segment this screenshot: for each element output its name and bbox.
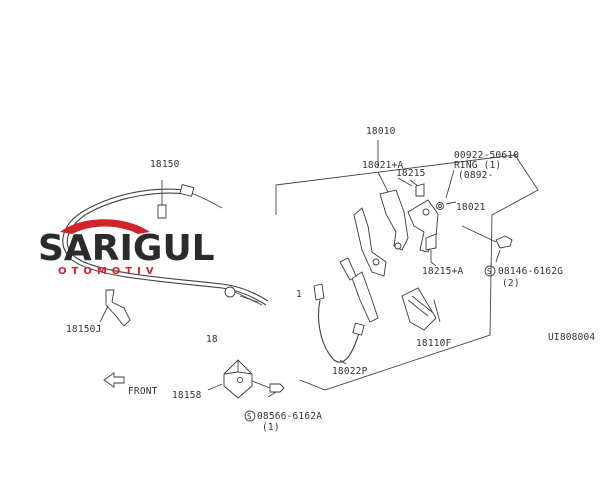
bolt-bottom-symbol-icon [244,410,256,422]
label-bolt-bottom-code: 08566-6162A [257,411,322,422]
logo-sub-text: OTOMOTIV [58,266,159,277]
label-switch-top: 18215 [396,168,426,179]
assembly-outline [275,140,539,391]
label-bolt-right-qty: (2) [502,278,520,289]
label-cable-upper: 18150 [150,159,180,170]
label-bolt-right-code: 08146-6162G [498,266,563,277]
label-ring-line1: 00922-50610 [454,150,519,161]
logo-swoosh-icon [60,219,150,234]
accelerator-cable [62,180,269,306]
bolt-right-symbol-icon [484,265,496,277]
label-pedal-arm: 18021 [456,202,486,213]
front-arrow [103,372,125,388]
label-switch-plus: 18215+A [422,266,464,277]
pedal-assembly [313,169,513,365]
label-bracket: 18158 [172,390,202,401]
label-partial-18: 18 [206,334,218,345]
watermark-logo: SARIGUL OTOMOTIV [38,219,215,277]
part-labels: 18010 18150 18150J 18158 18021+A 18215 1… [66,126,595,433]
label-ring-line2: RING (1) [454,160,501,171]
label-assembly: 18010 [366,126,396,137]
logo-main-text: SARIGUL [38,228,215,269]
label-ref-code: UI808004 [548,332,595,343]
label-arm-plus: 18021+A [362,160,404,171]
label-ring-line3: (0892- [458,170,494,181]
label-cable-lower: 18150J [66,324,102,335]
cable-clip [99,289,131,327]
label-bolt-bottom-qty: (1) [262,422,280,433]
label-pedal-cable: 18022P [332,366,368,377]
label-front: FRONT [128,386,158,397]
label-pedal-pad: 18110F [416,338,452,349]
bolt-bottom-symbol: S [247,412,252,421]
bracket-assembly [207,359,285,399]
label-partial-1: 1 [296,289,302,300]
bolt-right-symbol: S [487,267,492,276]
